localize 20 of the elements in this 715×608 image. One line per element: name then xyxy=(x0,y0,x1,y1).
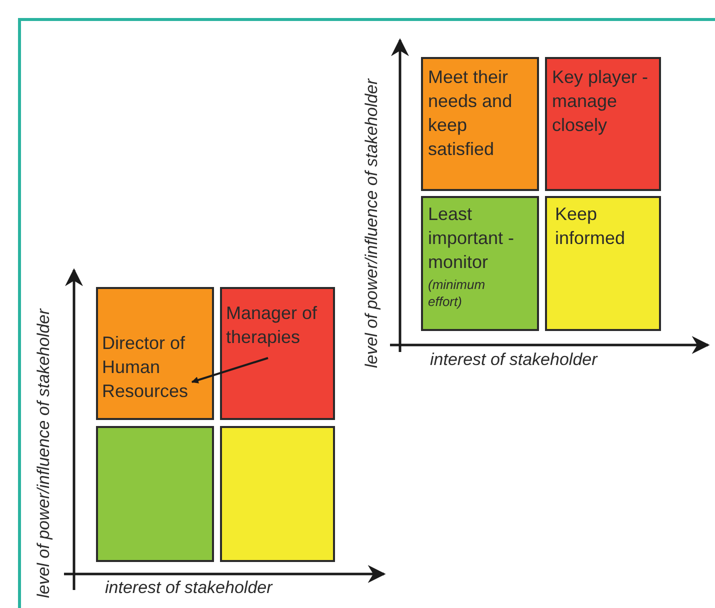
axis-label: level of power/influence of stakeholder xyxy=(34,308,54,598)
quadrant-label: Meet their needs and keep satisfied xyxy=(428,66,514,161)
quadrant-box xyxy=(421,196,539,331)
quadrant-label: Manager of therapies xyxy=(226,302,318,349)
quadrant-label: Least important - monitor xyxy=(428,203,516,274)
quadrant-box xyxy=(220,287,335,420)
quadrant-label: Director of Human Resources xyxy=(102,332,190,403)
note-text: (minimum effort) xyxy=(428,276,486,310)
axis-label: interest of stakeholder xyxy=(430,350,598,370)
quadrant-box xyxy=(220,426,335,562)
quadrant-box xyxy=(96,287,214,420)
axis-label: level of power/influence of stakeholder xyxy=(362,78,382,368)
quadrant-label: Keep informed xyxy=(555,203,626,250)
quadrant-box xyxy=(545,57,661,191)
quadrant-box xyxy=(421,57,539,191)
quadrant-label: Key player - manage closely xyxy=(552,66,650,137)
axis-label: interest of stakeholder xyxy=(105,578,272,598)
arrow xyxy=(191,357,268,384)
quadrant-box xyxy=(545,196,661,331)
quadrant-box xyxy=(96,426,214,562)
